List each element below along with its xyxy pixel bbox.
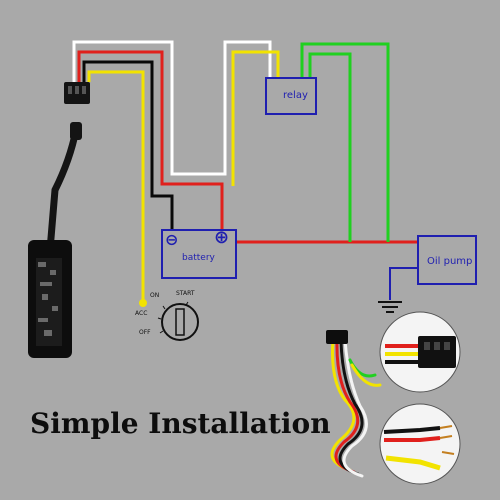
black-wire [82,60,174,230]
ground-wire [389,267,418,300]
connector-closeup-photo [379,311,461,393]
switch-off-label: OFF [139,329,151,336]
ground-icon [378,301,402,313]
switch-acc-label: ACC [135,310,148,317]
battery-positive-terminal: ⊕ [214,227,230,248]
green-wire-2 [308,52,352,242]
yellow-wire-relay [231,50,280,186]
switch-start-label: START [176,290,195,297]
battery-box [161,229,237,279]
relay-label: relay [283,90,308,101]
battery-negative-terminal: ⊖ [165,230,179,249]
battery-label: battery [182,253,215,263]
white-wire [72,40,272,176]
page-title: Simple Installation [30,407,331,440]
wires [72,40,418,300]
gps-tracker-device [28,82,90,358]
oil-pump-label: Oil pump [427,256,473,267]
wire-ends-closeup-photo [379,403,461,485]
green-wire-1 [300,42,390,242]
relay-box [265,77,317,115]
yellow-wire [87,70,145,300]
wire-harness-photo [326,330,382,478]
oil-pump-box [417,235,477,285]
switch-on-label: ON [150,292,160,299]
red-wire [77,50,224,230]
ignition-switch-icon [139,299,199,341]
